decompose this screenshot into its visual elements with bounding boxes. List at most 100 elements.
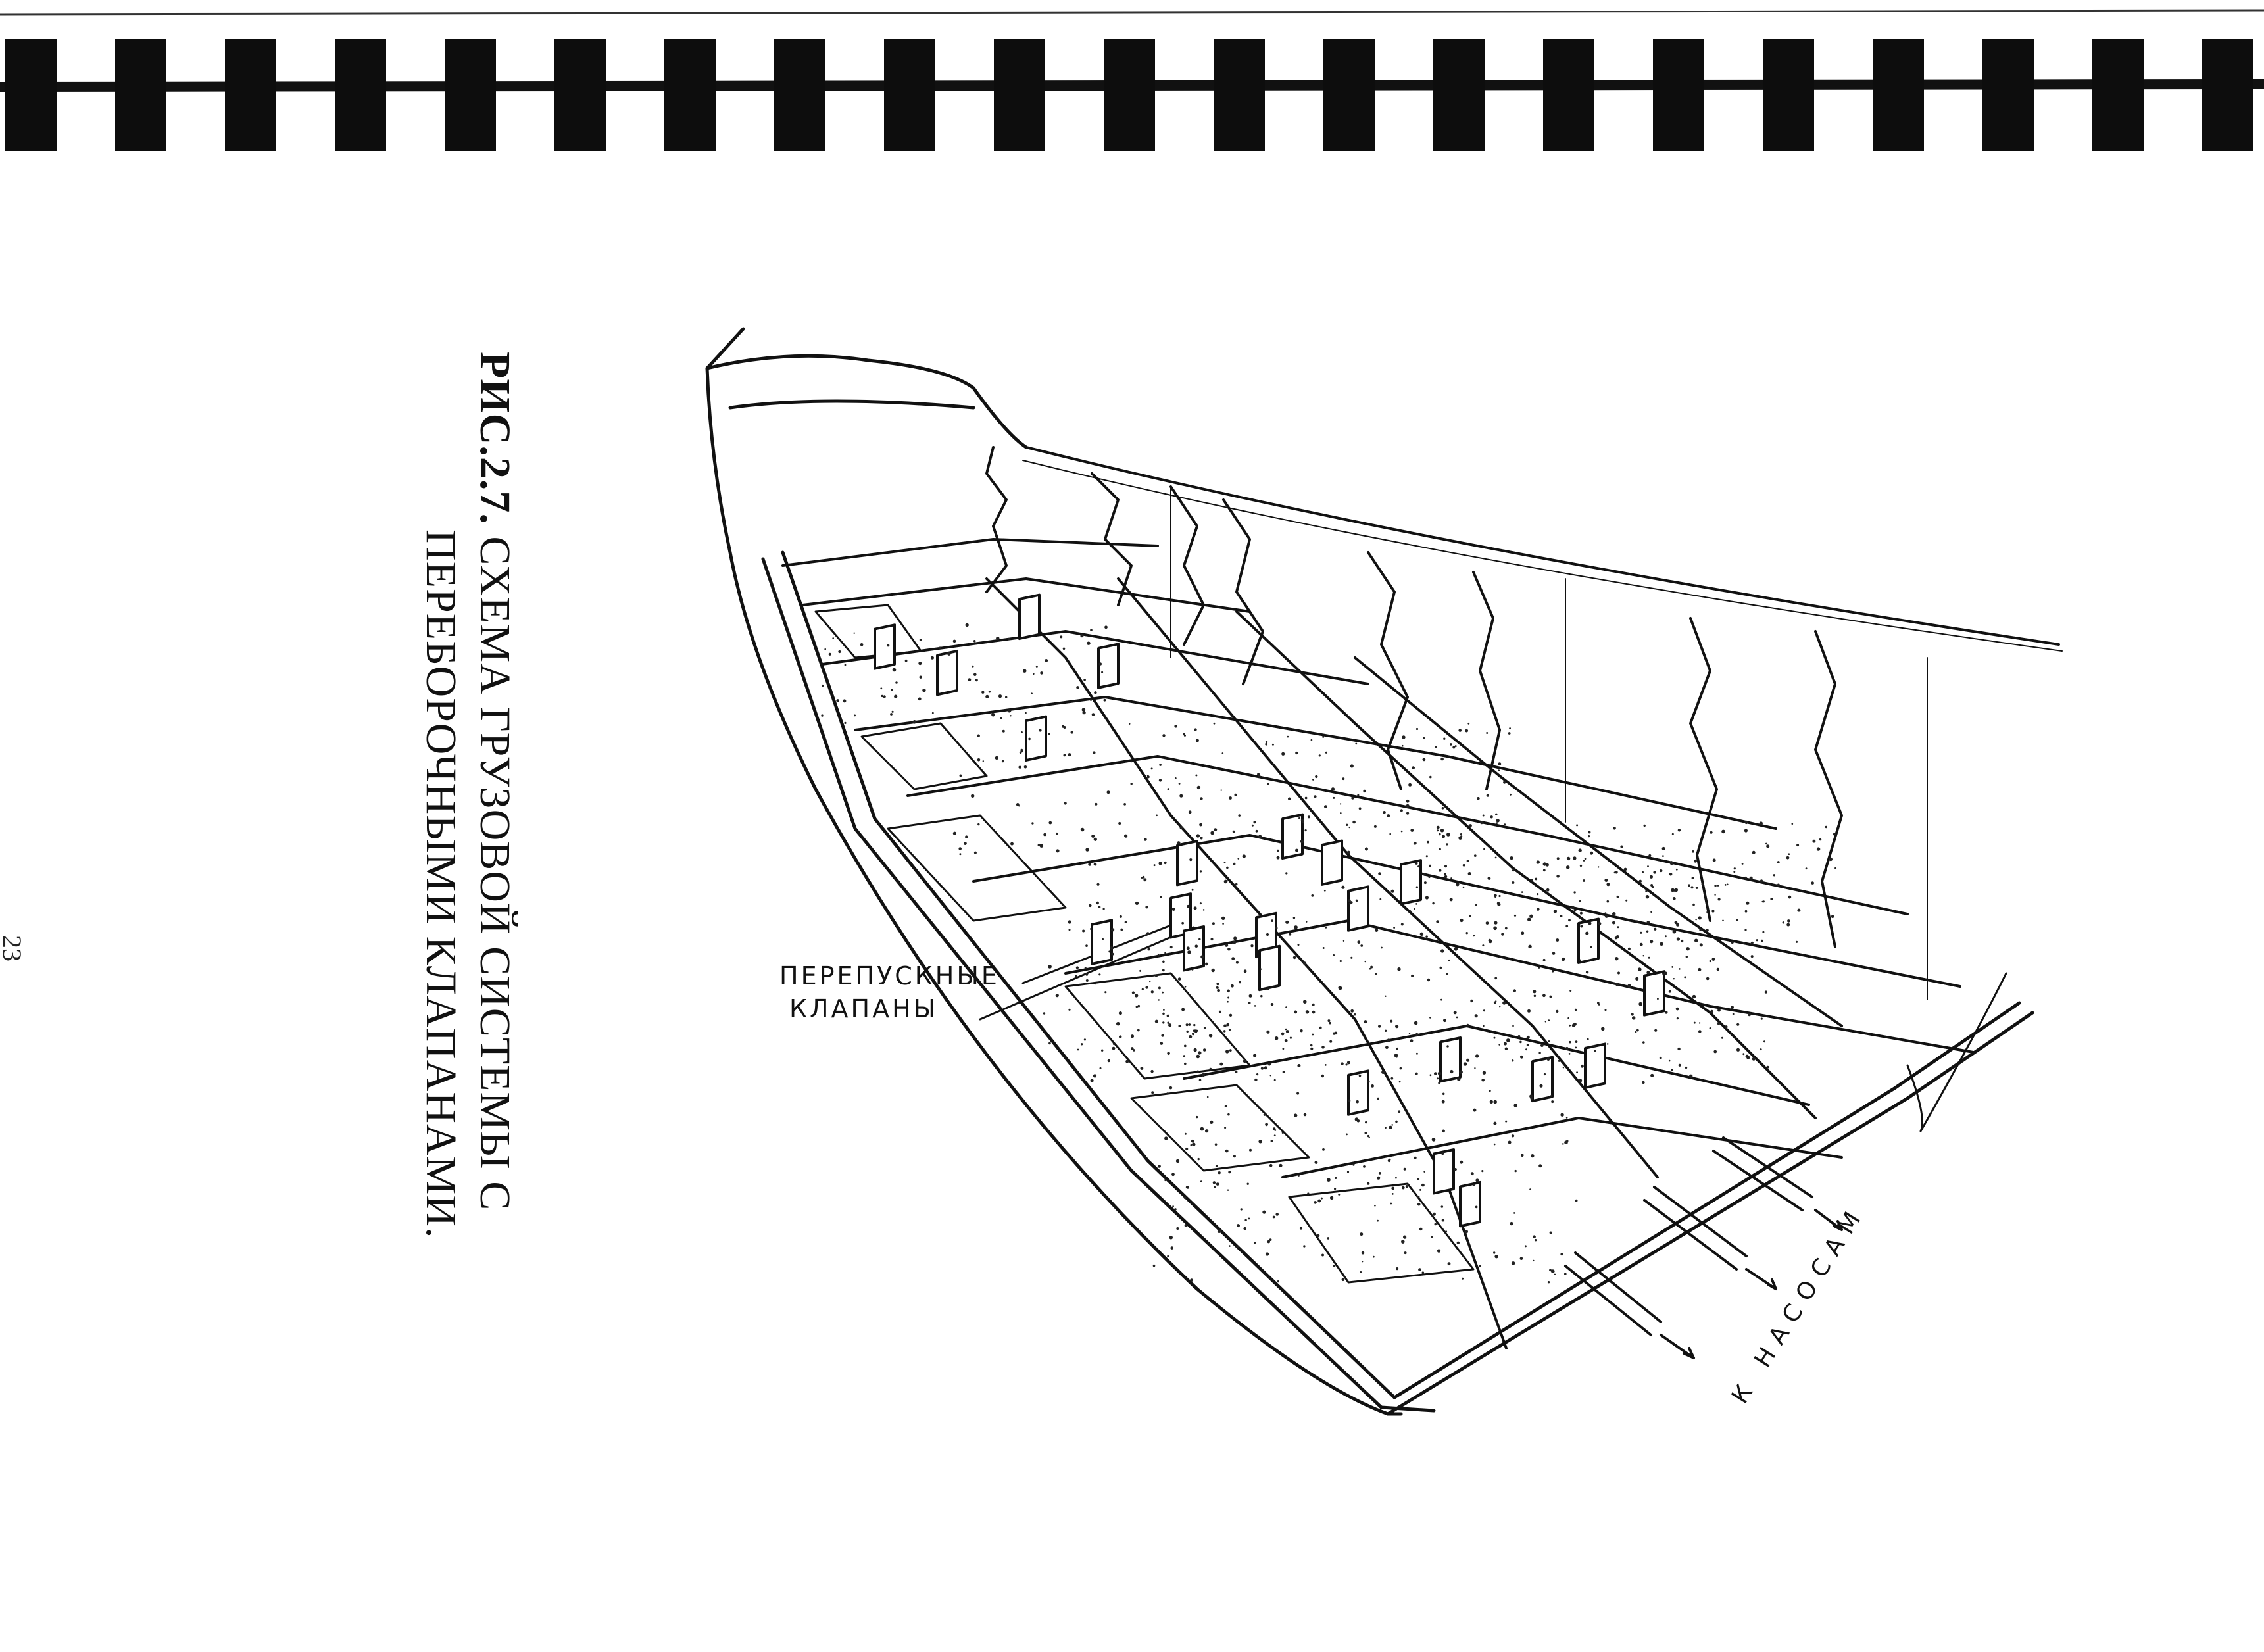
stipple-dot: [1419, 1227, 1423, 1231]
stipple-dot: [1650, 940, 1654, 944]
stipple-dot: [1418, 1268, 1421, 1271]
stipple-dot: [1381, 946, 1383, 949]
stipple-dot: [1160, 896, 1162, 898]
stipple-dot: [1170, 1246, 1173, 1250]
stipple-dot: [1333, 1265, 1336, 1267]
stipple-dot: [1549, 995, 1552, 998]
stipple-dot: [1714, 885, 1717, 887]
stipple-dot: [1788, 853, 1790, 855]
stipple-dot: [1692, 850, 1694, 853]
stipple-dot: [1156, 814, 1158, 817]
stipple-dot: [1305, 1010, 1310, 1014]
stipple-dot: [1661, 846, 1665, 850]
stipple-dot: [881, 694, 883, 698]
stipple-dot: [1427, 840, 1429, 844]
stipple-dot: [1186, 1186, 1190, 1189]
stipple-dot: [1711, 910, 1715, 913]
bypass-valve: [1025, 715, 1047, 762]
stipple-dot: [1324, 1064, 1327, 1066]
stipple-dot: [1025, 712, 1027, 714]
stipple-dot: [1383, 811, 1386, 814]
stipple-dot: [1419, 932, 1424, 936]
stipple-dot: [1647, 865, 1649, 867]
stipple-dot: [1323, 889, 1326, 892]
stipple-dot: [1419, 1188, 1421, 1191]
stipple-dot: [1304, 829, 1307, 832]
stipple-dot: [1419, 921, 1422, 923]
stipple-dot: [1106, 790, 1110, 794]
stipple-dot: [1598, 922, 1602, 925]
stipple-dot: [931, 712, 934, 714]
stipple-dot: [1536, 1031, 1538, 1034]
stipple-dot: [1676, 937, 1680, 941]
stipple-dot: [1645, 890, 1648, 892]
stipple-dot: [1671, 833, 1674, 835]
stipple-dot: [1310, 739, 1313, 741]
stipple-dot: [1485, 921, 1489, 925]
stipple-dot: [1606, 900, 1610, 903]
stipple-dot: [1534, 1239, 1537, 1242]
stipple-dot: [1088, 863, 1091, 866]
stipple-dot: [822, 684, 824, 687]
hull-outline: [705, 327, 2063, 1416]
stipple-dot: [1289, 1036, 1292, 1039]
stipple-dot: [1140, 1067, 1144, 1070]
stipple-dot: [1169, 1086, 1173, 1090]
stipple-dot: [1387, 1038, 1390, 1042]
stipple-dot: [1093, 1074, 1097, 1078]
stipple-dot: [1154, 1019, 1158, 1023]
stipple-dot: [1068, 1008, 1071, 1011]
stipple-dot: [1145, 906, 1148, 909]
stipple-dot: [1334, 1188, 1337, 1190]
stipple-dot: [1089, 904, 1092, 908]
stipple-dot: [1493, 1121, 1497, 1125]
stipple-dot: [1513, 914, 1517, 917]
bypass-valve: [1433, 1148, 1455, 1195]
stipple-dot: [1169, 946, 1173, 949]
stipple-dot: [1196, 834, 1200, 838]
stipple-dot: [1373, 1255, 1375, 1258]
stipple-dot: [1550, 1094, 1553, 1097]
tank-wells: [814, 604, 1475, 1284]
stipple-dot: [1733, 867, 1736, 870]
stipple-dot: [1414, 908, 1415, 910]
stipple-dot: [1466, 1058, 1470, 1062]
binding-tooth: [1104, 39, 1155, 151]
stipple-dot: [1256, 1073, 1259, 1076]
stipple-dot: [985, 694, 989, 698]
stipple-dot: [1436, 920, 1439, 923]
stipple-dot: [1010, 842, 1014, 846]
stipple-dot: [1223, 879, 1228, 884]
stipple-dot: [1496, 822, 1498, 824]
stipple-dot: [1198, 938, 1201, 941]
stipple-dot: [1531, 1154, 1535, 1158]
stipple-dot: [1722, 919, 1724, 922]
stipple-dot: [1744, 929, 1747, 931]
stipple-dot: [1205, 1129, 1209, 1133]
stipple-dot: [1346, 1133, 1348, 1136]
stipple-dot: [1486, 732, 1489, 734]
stipple-dot: [1294, 925, 1298, 929]
stipple-dot: [965, 623, 969, 627]
stipple-dot: [1224, 1105, 1227, 1107]
stipple-dot: [1763, 1040, 1765, 1043]
stipple-dot: [1338, 1193, 1341, 1196]
stipple-dot: [1756, 939, 1758, 942]
stipple-dot: [1139, 969, 1142, 972]
stipple-dot: [1750, 955, 1754, 958]
binding-tooth: [1982, 39, 2034, 151]
stipple-dot: [1162, 991, 1164, 994]
stipple-dot: [1399, 1067, 1402, 1070]
stipple-dot: [1394, 1054, 1398, 1057]
stipple-dot: [1209, 1067, 1212, 1071]
stipple-dot: [1048, 965, 1052, 969]
stipple-dot: [1681, 939, 1684, 943]
stipple-dot: [1135, 1006, 1139, 1008]
stipple-dot: [1504, 1042, 1507, 1046]
stipple-dot: [1562, 1067, 1565, 1069]
stipple-dot: [1458, 729, 1462, 732]
stipple-dot: [1039, 844, 1044, 848]
stipple-dot: [1389, 833, 1391, 835]
stipple-dot: [1292, 956, 1296, 960]
